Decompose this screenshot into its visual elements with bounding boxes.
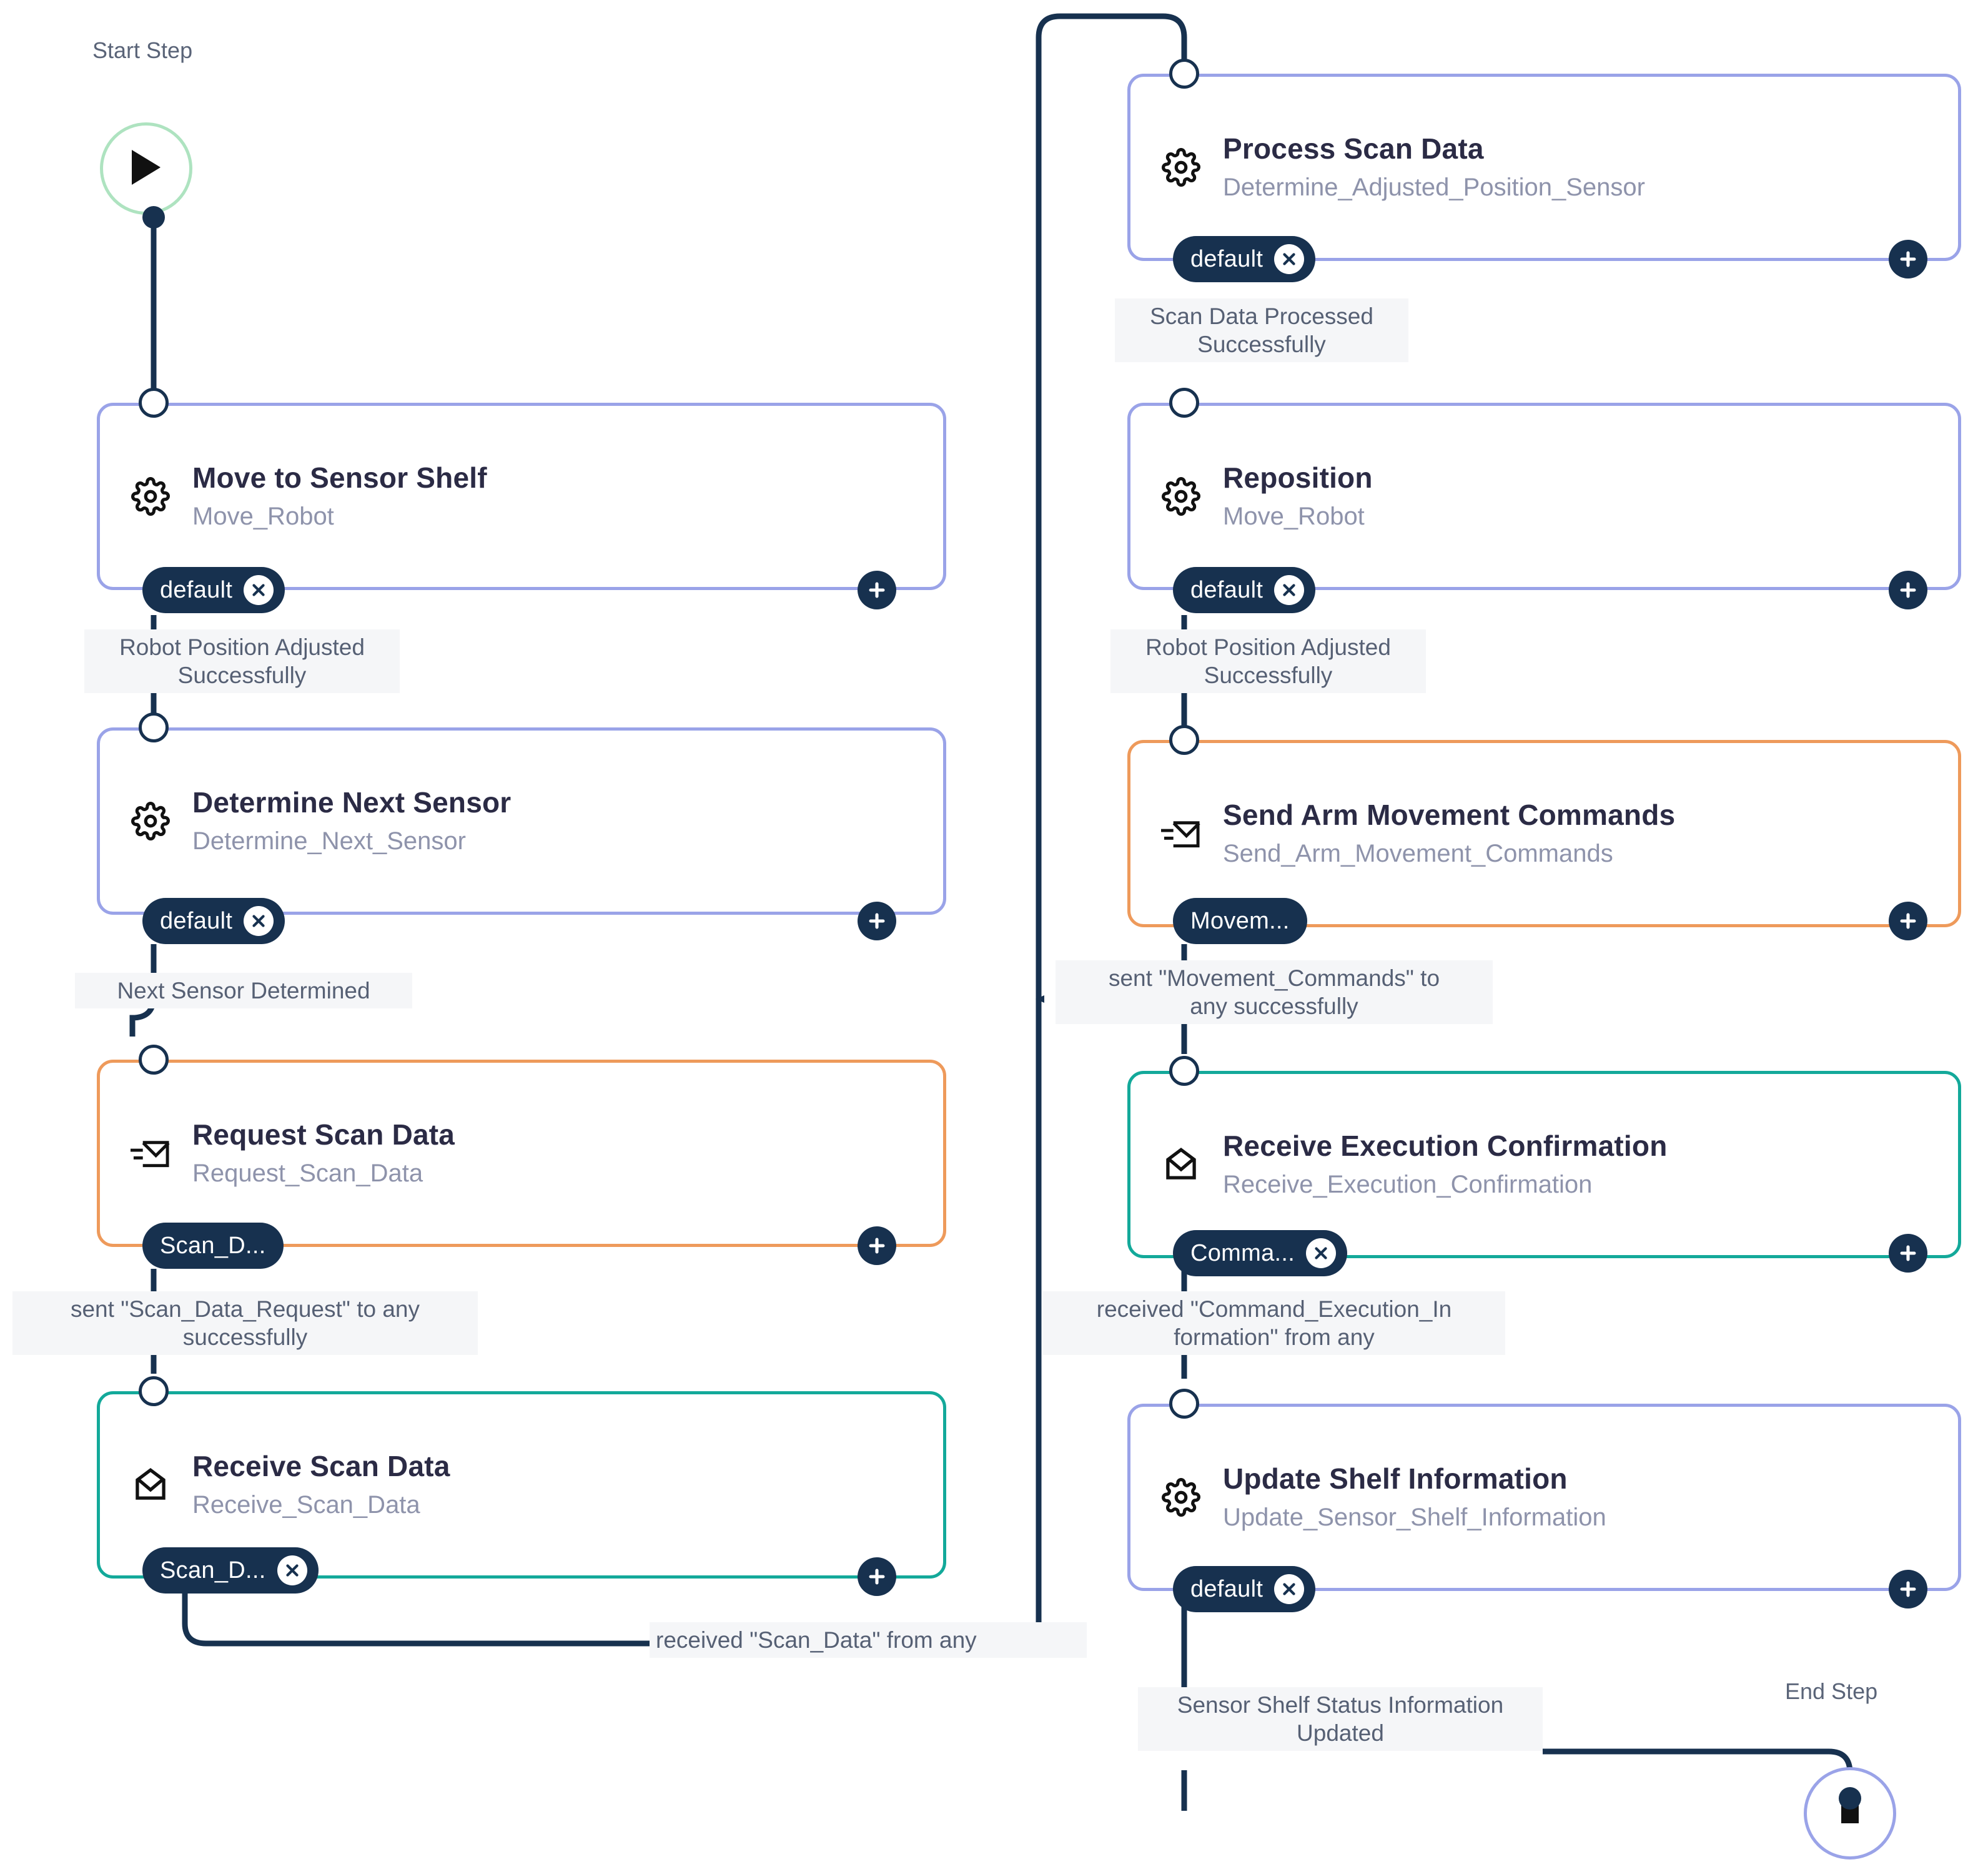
start-step-node[interactable] <box>100 122 192 215</box>
close-icon[interactable] <box>244 575 274 605</box>
node-output-badge-scan-data[interactable]: Scan_D... <box>142 1547 319 1594</box>
add-step-button[interactable] <box>1889 240 1927 278</box>
node-update-shelf-information[interactable]: Update Shelf Information Update_Sensor_S… <box>1127 1404 1961 1591</box>
play-icon <box>128 147 164 190</box>
node-reposition[interactable]: Reposition Move_Robot <box>1127 403 1961 590</box>
node-title: Update Shelf Information <box>1223 1462 1568 1495</box>
add-step-button[interactable] <box>858 902 896 940</box>
node-subtitle: Determine_Adjusted_Position_Sensor <box>1223 174 1645 202</box>
gear-icon <box>1158 473 1204 520</box>
gear-icon <box>1158 144 1204 190</box>
badge-label: default <box>1190 576 1264 603</box>
node-subtitle: Receive_Scan_Data <box>192 1491 420 1519</box>
node-in-port[interactable] <box>1169 388 1199 418</box>
badge-label: default <box>160 576 233 603</box>
close-icon[interactable] <box>244 906 274 936</box>
end-step-node[interactable] <box>1804 1767 1896 1860</box>
end-step-in-port[interactable] <box>1839 1787 1861 1810</box>
node-output-badge-default[interactable]: default <box>142 567 285 613</box>
badge-label: default <box>1190 245 1264 272</box>
node-output-badge-default[interactable]: default <box>1173 567 1316 613</box>
badge-label: default <box>160 907 233 934</box>
add-step-button[interactable] <box>858 1557 896 1596</box>
badge-label: Movem... <box>1190 907 1290 934</box>
edge-label-scan-data-received: received "Scan_Data" from any <box>650 1622 1087 1658</box>
node-output-badge-scan-data[interactable]: Scan_D... <box>142 1223 284 1269</box>
node-move-to-sensor-shelf[interactable]: Move to Sensor Shelf Move_Robot <box>97 403 946 590</box>
receive-message-icon <box>1158 1141 1204 1188</box>
close-icon[interactable] <box>1274 1574 1305 1604</box>
edge-update-to-end <box>1543 1748 1853 1798</box>
edge-label-shelf-updated: Sensor Shelf Status Information Updated <box>1138 1687 1543 1751</box>
node-title: Move to Sensor Shelf <box>192 461 487 494</box>
end-step-label: End Step <box>1785 1678 1878 1704</box>
edge-label-movement-commands: sent "Movement_Commands" to any successf… <box>1056 960 1493 1025</box>
edge-label-scan-data-request: sent "Scan_Data_Request" to any successf… <box>12 1291 478 1356</box>
badge-label: Scan_D... <box>160 1557 266 1584</box>
node-title: Request Scan Data <box>192 1118 455 1151</box>
edge-label-robot-position-right: Robot Position Adjusted Successfully <box>1110 629 1426 694</box>
node-in-port[interactable] <box>139 1045 169 1075</box>
close-icon[interactable] <box>1306 1238 1337 1268</box>
start-step-out-port[interactable] <box>142 206 165 229</box>
add-step-button[interactable] <box>858 1226 896 1265</box>
node-in-port[interactable] <box>139 712 169 742</box>
add-step-button[interactable] <box>858 571 896 609</box>
badge-label: Scan_D... <box>160 1232 266 1259</box>
edge-label-scan-processed: Scan Data Processed Successfully <box>1115 298 1408 363</box>
edge-label-next-sensor: Next Sensor Determined <box>75 973 412 1009</box>
add-step-button[interactable] <box>1889 571 1927 609</box>
node-in-port[interactable] <box>1169 1056 1199 1086</box>
gear-icon <box>127 798 174 844</box>
node-output-badge-default[interactable]: default <box>1173 236 1316 282</box>
edge-receivescan-to-riser <box>182 1594 1039 1647</box>
node-subtitle: Receive_Execution_Confirmation <box>1223 1171 1593 1199</box>
node-subtitle: Determine_Next_Sensor <box>192 827 466 855</box>
close-icon[interactable] <box>277 1555 307 1585</box>
node-title: Receive Execution Confirmation <box>1223 1129 1668 1162</box>
edge-riser-to-process <box>1036 13 1187 1643</box>
node-output-badge-default[interactable]: default <box>1173 1566 1316 1612</box>
close-icon[interactable] <box>1274 244 1305 274</box>
node-subtitle: Update_Sensor_Shelf_Information <box>1223 1504 1606 1532</box>
node-subtitle: Move_Robot <box>1223 503 1365 531</box>
gear-icon <box>1158 1474 1204 1520</box>
gear-icon <box>127 473 174 520</box>
start-step-label: Start Step <box>92 37 193 63</box>
node-in-port[interactable] <box>1169 725 1199 755</box>
badge-label: default <box>1190 1575 1264 1602</box>
node-in-port[interactable] <box>139 1376 169 1406</box>
node-output-badge-movement[interactable]: Movem... <box>1173 898 1307 944</box>
node-request-scan-data[interactable]: Request Scan Data Request_Scan_Data <box>97 1060 946 1247</box>
node-subtitle: Move_Robot <box>192 503 334 531</box>
node-output-badge-command[interactable]: Comma... <box>1173 1230 1348 1276</box>
node-title: Receive Scan Data <box>192 1449 450 1482</box>
node-title: Determine Next Sensor <box>192 786 512 819</box>
node-in-port[interactable] <box>139 388 169 418</box>
edge-label-command-execution: received "Command_Execution_In formation… <box>1043 1291 1505 1356</box>
node-in-port[interactable] <box>1169 1389 1199 1419</box>
send-message-icon <box>127 1130 174 1176</box>
node-title: Send Arm Movement Commands <box>1223 798 1676 831</box>
node-title: Process Scan Data <box>1223 132 1484 165</box>
node-process-scan-data[interactable]: Process Scan Data Determine_Adjusted_Pos… <box>1127 74 1961 261</box>
node-determine-next-sensor[interactable]: Determine Next Sensor Determine_Next_Sen… <box>97 727 946 915</box>
receive-message-icon <box>127 1462 174 1508</box>
node-title: Reposition <box>1223 461 1373 494</box>
add-step-button[interactable] <box>1889 1234 1927 1273</box>
node-output-badge-default[interactable]: default <box>142 898 285 944</box>
node-subtitle: Send_Arm_Movement_Commands <box>1223 840 1613 868</box>
edge-label-robot-position-left: Robot Position Adjusted Successfully <box>84 629 400 694</box>
send-message-icon <box>1158 810 1204 857</box>
node-subtitle: Request_Scan_Data <box>192 1160 423 1188</box>
add-step-button[interactable] <box>1889 1570 1927 1608</box>
close-icon[interactable] <box>1274 575 1305 605</box>
node-in-port[interactable] <box>1169 59 1199 89</box>
add-step-button[interactable] <box>1889 902 1927 940</box>
badge-label: Comma... <box>1190 1239 1295 1266</box>
